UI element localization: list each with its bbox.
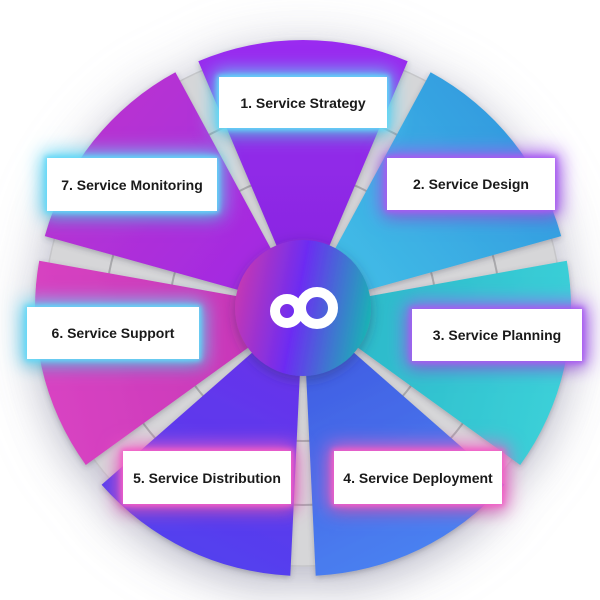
infinity-icon	[270, 287, 338, 329]
segment-label-1: 1. Service Strategy	[219, 77, 387, 128]
segment-wedge-4	[303, 308, 505, 576]
segment-label-2: 2. Service Design	[387, 158, 555, 210]
segment-label-4: 4. Service Deployment	[334, 451, 502, 504]
segment-label-5: 5. Service Distribution	[123, 451, 291, 504]
segment-label-6: 6. Service Support	[27, 307, 199, 359]
segment-label-7: 7. Service Monitoring	[47, 158, 217, 211]
segment-label-3: 3. Service Planning	[412, 309, 582, 361]
segment-wedge-5	[101, 308, 303, 576]
